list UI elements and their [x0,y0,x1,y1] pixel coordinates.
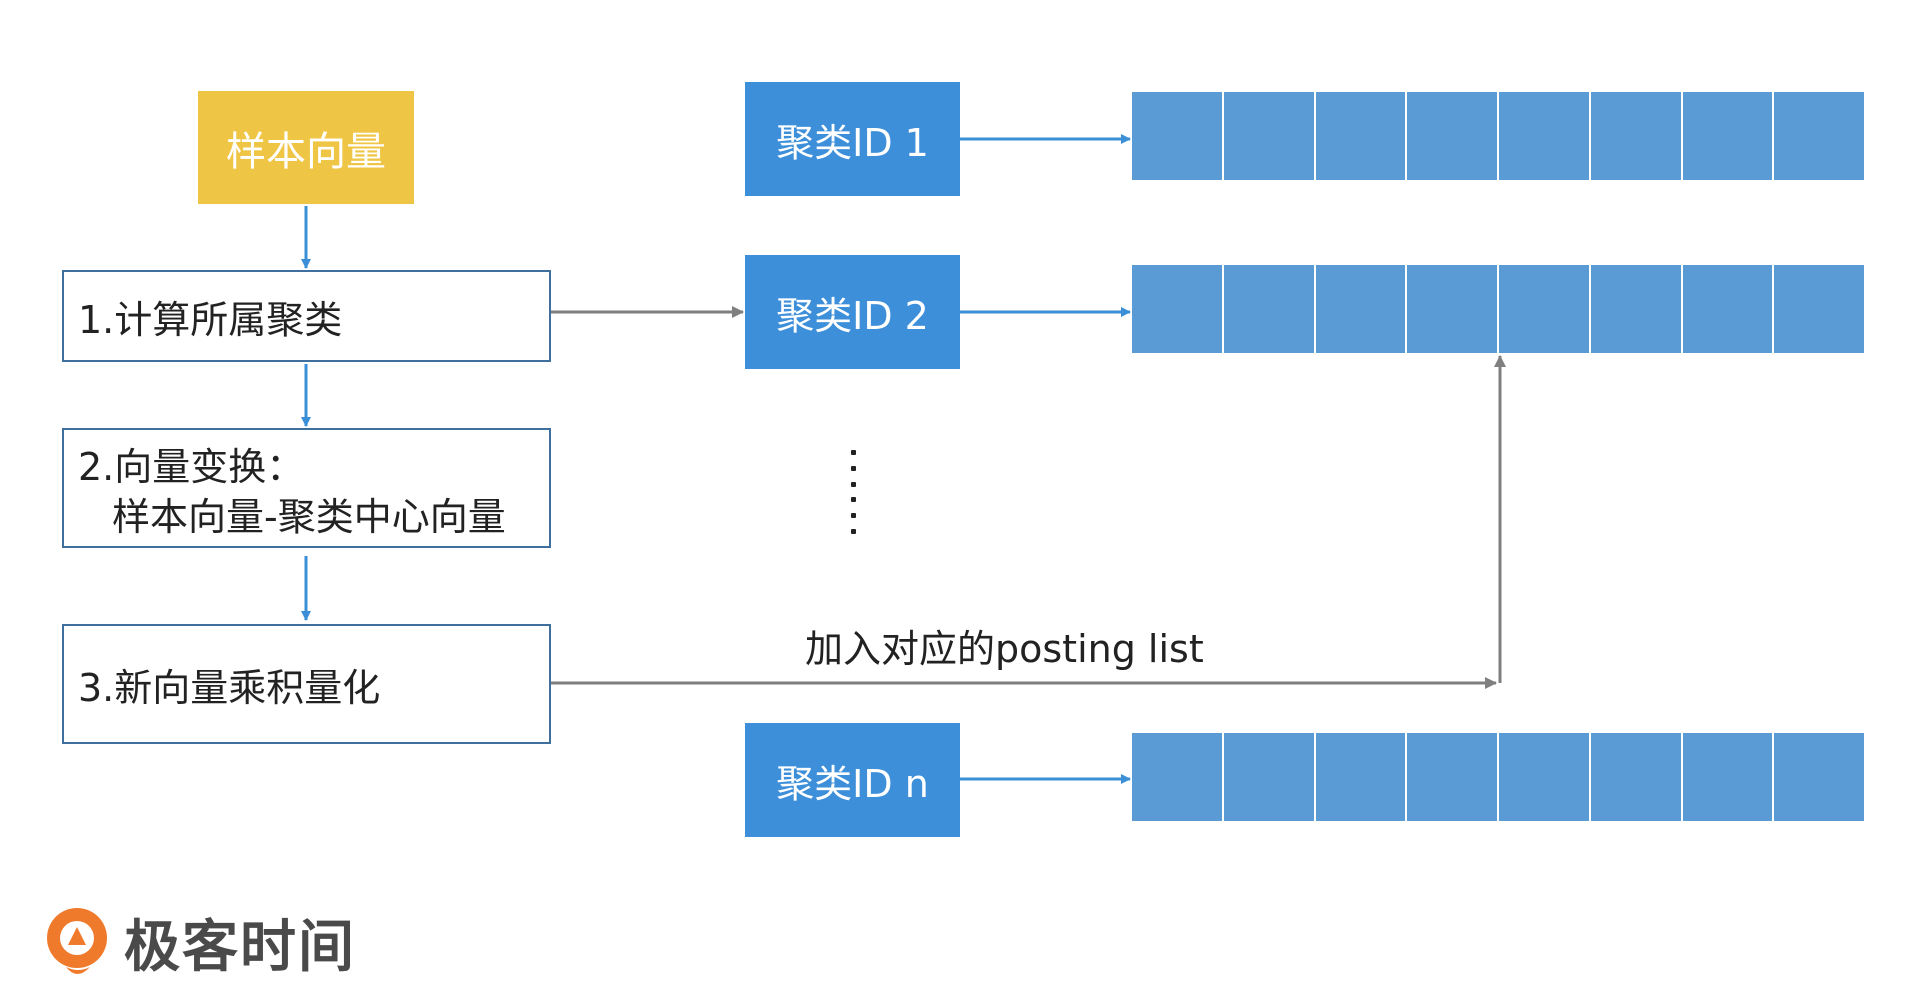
list-cell [1132,733,1224,821]
posting-list-n [1132,733,1864,821]
list-cell [1499,92,1591,180]
cluster-box-n: 聚类ID n [745,723,960,837]
dot [850,450,856,455]
list-cell [1774,92,1864,180]
step1-label: 1.计算所属聚类 [78,297,343,342]
list-cell [1590,92,1683,180]
list-cell [1132,92,1224,180]
sample-vector-box: 样本向量 [198,91,414,204]
posting-list-note: 加入对应的posting list [805,627,1204,671]
list-cell [1223,265,1316,353]
dot [850,513,856,519]
step3-label: 3.新向量乘积量化 [78,665,381,710]
step1-box: 1.计算所属聚类 [62,270,551,362]
list-cell [1315,92,1408,180]
list-cell [1774,733,1864,821]
cluster-label-1: 聚类ID 1 [776,120,929,165]
step3-box: 3.新向量乘积量化 [62,624,551,744]
brand-logo: 极客时间 [42,902,356,983]
list-cell [1499,733,1591,821]
step2-label-line2: 样本向量-聚类中心向量 [112,495,506,539]
list-cell [1407,92,1499,180]
brand-name: 极客时间 [124,915,356,980]
list-cell [1223,733,1316,821]
list-cell [1682,92,1775,180]
cluster-box-2: 聚类ID 2 [745,255,960,369]
list-cell [1223,92,1316,180]
list-cell [1132,265,1224,353]
list-cell [1315,265,1408,353]
list-cell [1682,265,1775,353]
posting-list-1 [1132,92,1864,180]
cluster-label-n: 聚类ID n [776,761,929,806]
step2-label-line1: 2.向量变换： [78,445,305,489]
cluster-label-2: 聚类ID 2 [776,293,929,338]
list-cell [1499,265,1591,353]
posting-list-2 [1132,265,1864,353]
dot [850,465,856,471]
list-cell [1315,733,1408,821]
cluster-box-1: 聚类ID 1 [745,82,960,196]
list-cell [1407,265,1499,353]
list-cell [1407,733,1499,821]
list-cell [1774,265,1864,353]
dot [850,497,856,503]
list-cell [1590,733,1683,821]
list-cell [1682,733,1775,821]
dot [850,528,856,534]
step2-box: 2.向量变换： 样本向量-聚类中心向量 [62,428,551,548]
sample-vector-label: 样本向量 [226,128,386,175]
dot [850,481,856,487]
geektime-logo-icon [47,907,107,974]
list-cell [1590,265,1683,353]
ellipsis-dots [848,450,858,534]
